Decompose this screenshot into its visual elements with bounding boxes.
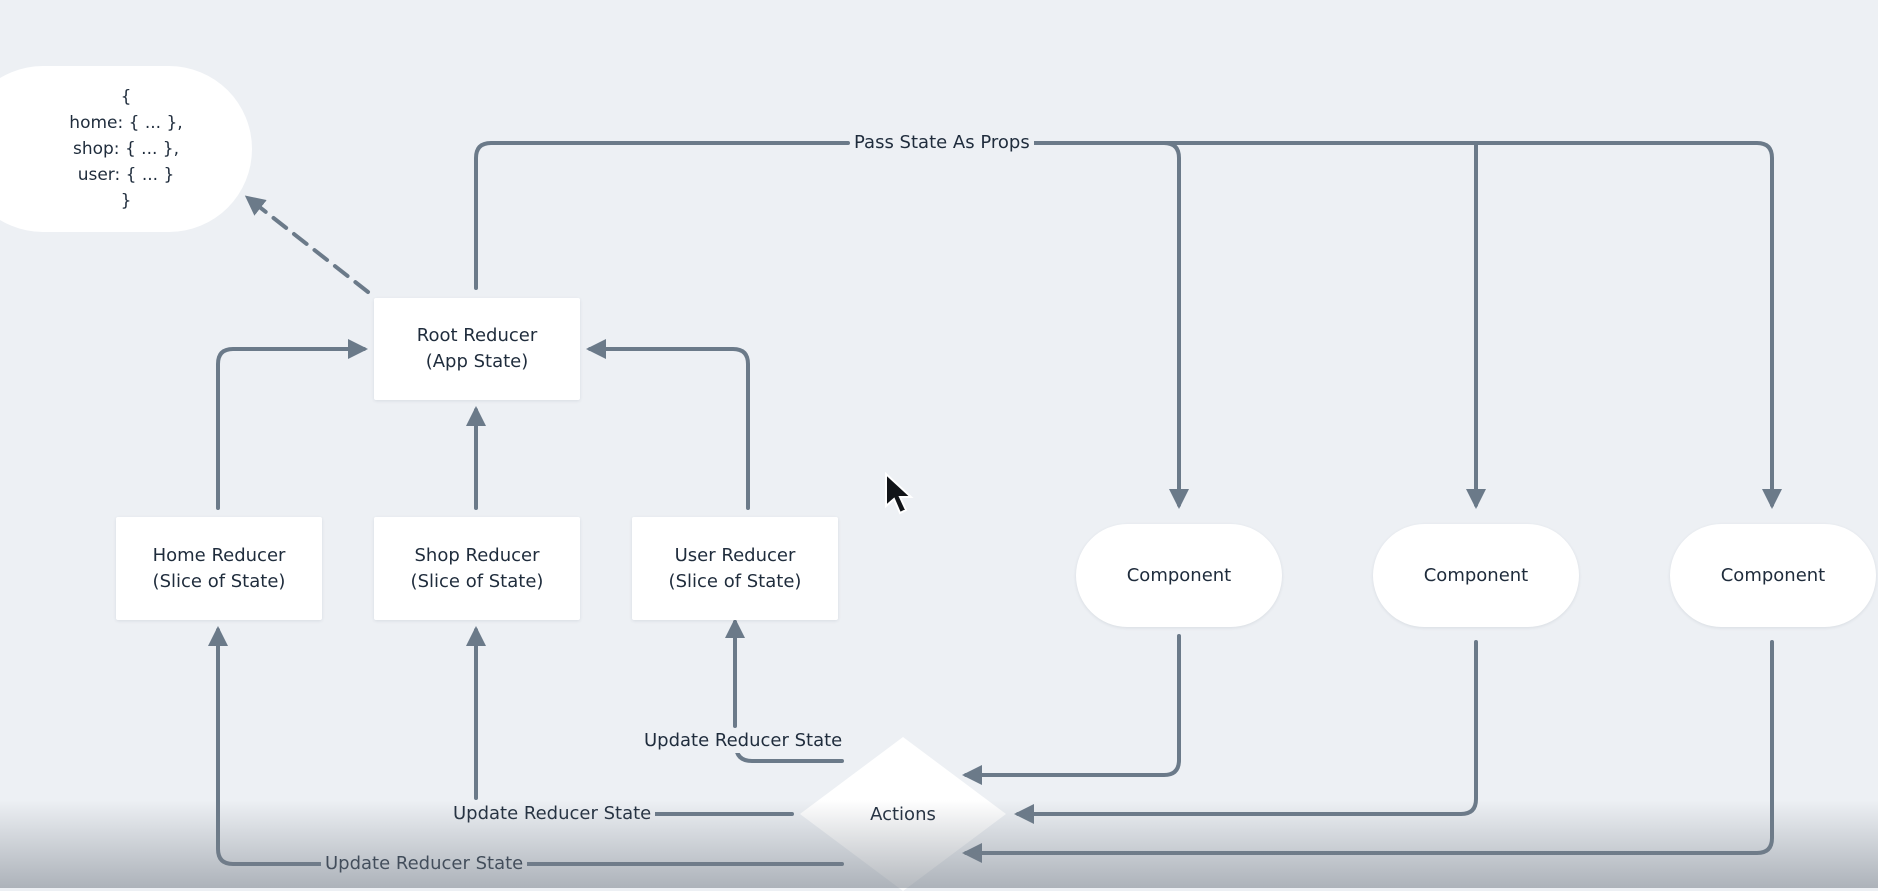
- state-line: }: [120, 191, 132, 211]
- node-title: Shop Reducer: [414, 544, 540, 566]
- component-node-2[interactable]: Component: [1373, 524, 1579, 627]
- node-subtitle: (Slice of State): [410, 570, 544, 592]
- edge-component-2-to-actions: [1014, 640, 1478, 824]
- node-title: Component: [1720, 564, 1826, 586]
- node-title: Component: [1126, 564, 1232, 586]
- user-reducer-node[interactable]: User Reducer (Slice of State): [632, 517, 838, 620]
- state-line: {: [120, 87, 132, 107]
- edge-root-to-state: [244, 195, 370, 294]
- state-line: user: { ... }: [77, 165, 175, 185]
- home-reducer-node[interactable]: Home Reducer (Slice of State): [116, 517, 322, 620]
- edge-props-to-component-1: [1162, 141, 1189, 509]
- component-node-1[interactable]: Component: [1076, 524, 1282, 627]
- node-subtitle: (Slice of State): [152, 570, 286, 592]
- edge-user-to-root: [586, 339, 750, 510]
- state-line: shop: { ... },: [72, 139, 179, 159]
- shop-reducer-node[interactable]: Shop Reducer (Slice of State): [374, 517, 580, 620]
- app-state-object[interactable]: { home: { ... }, shop: { ... }, user: { …: [0, 66, 252, 232]
- edge-component-1-to-actions: [962, 634, 1181, 785]
- edge-label-update-user: Update Reducer State: [640, 729, 847, 753]
- edge-component-3-to-actions: [962, 640, 1774, 863]
- node-subtitle: (App State): [425, 351, 529, 372]
- state-line: home: { ... },: [69, 113, 183, 133]
- node-subtitle: (Slice of State): [668, 570, 802, 592]
- component-node-3[interactable]: Component: [1670, 524, 1876, 627]
- edge-actions-to-home-left: [208, 626, 326, 866]
- edge-props-trunk: [1024, 141, 1782, 509]
- mouse-pointer-icon: [885, 472, 914, 515]
- edge-label-pass-state: Pass State As Props: [850, 131, 1034, 155]
- edge-home-to-root: [216, 339, 368, 510]
- actions-label: Actions: [870, 803, 936, 825]
- actions-node[interactable]: Actions: [800, 737, 1006, 891]
- node-title: Root Reducer: [416, 325, 538, 346]
- edge-label-update-home: Update Reducer State: [321, 852, 528, 876]
- node-title: User Reducer: [674, 544, 796, 566]
- node-title: Component: [1423, 564, 1529, 586]
- node-title: Home Reducer: [152, 544, 286, 566]
- edge-label-update-shop: Update Reducer State: [449, 802, 656, 826]
- root-reducer-node[interactable]: Root Reducer (App State): [374, 298, 580, 400]
- edge-root-to-props: [474, 141, 850, 290]
